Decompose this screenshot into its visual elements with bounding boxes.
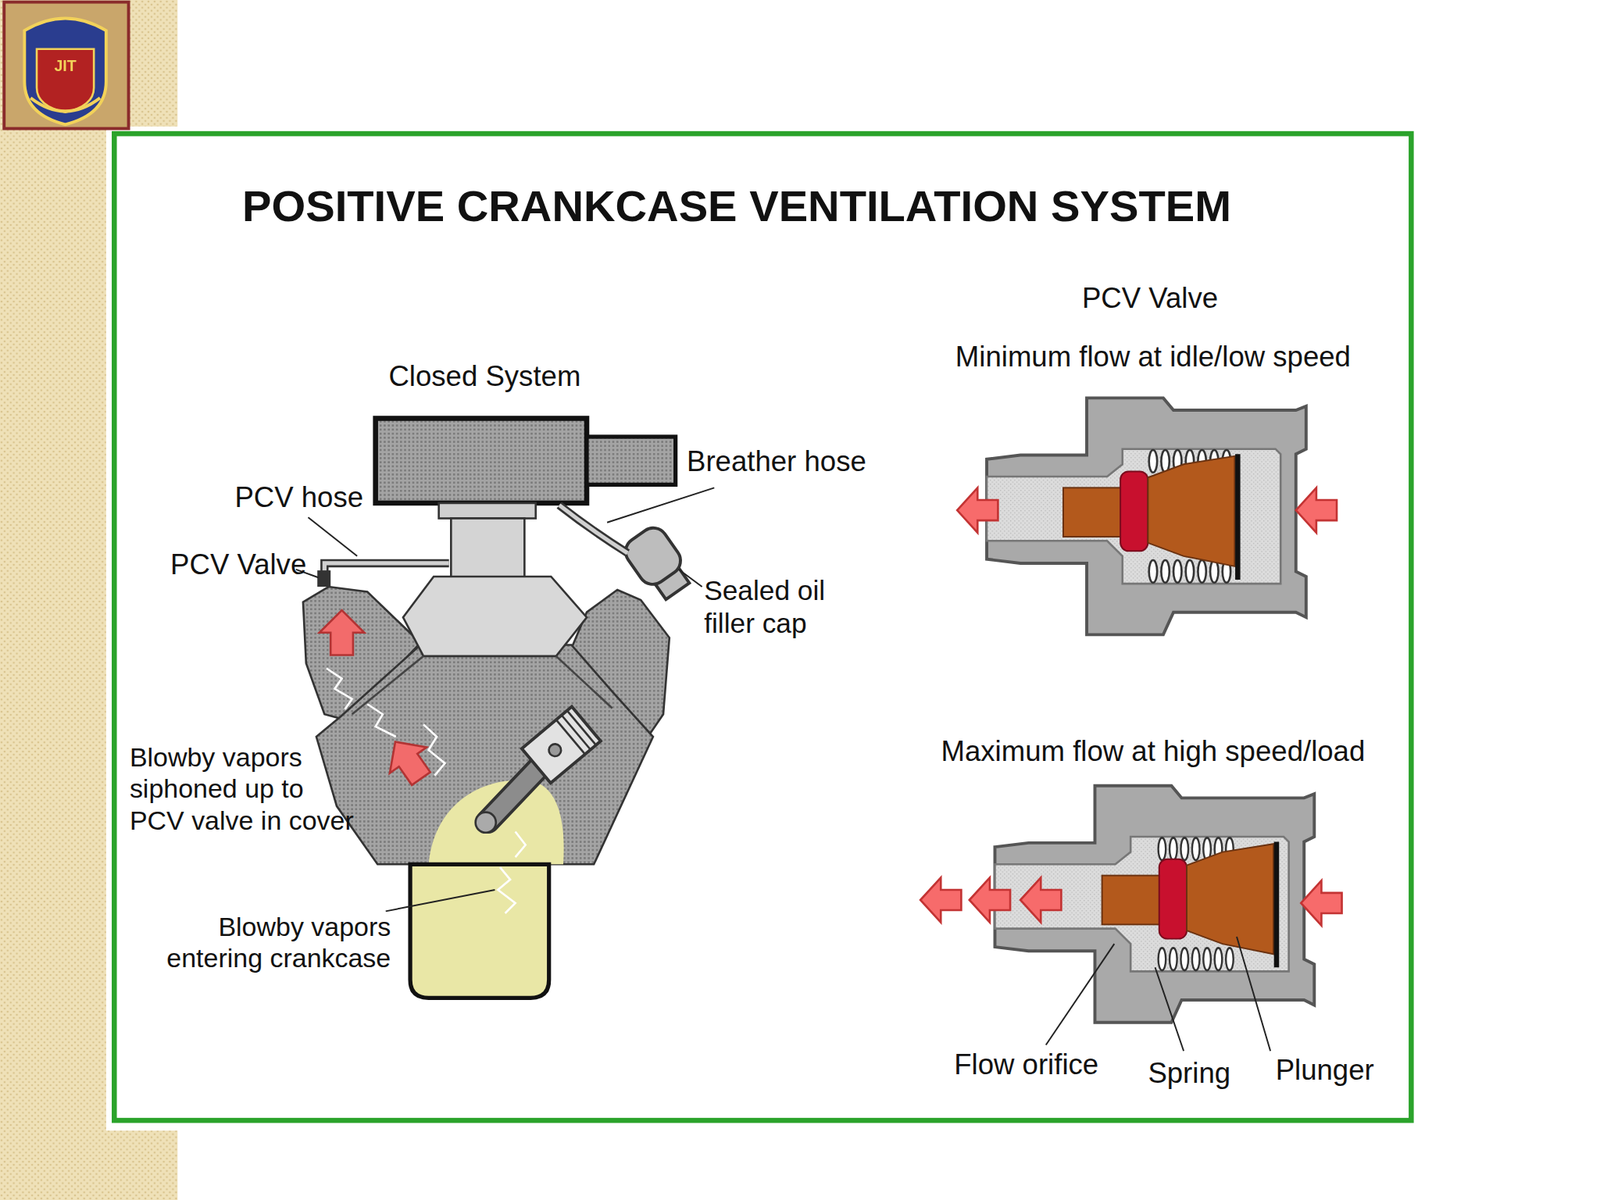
leader-lines	[296, 487, 715, 911]
logo-text: JIT	[34, 57, 96, 76]
crankcase-vapor	[428, 779, 565, 865]
crank-pin	[475, 812, 497, 833]
oil-filler-cap	[620, 522, 697, 605]
leader-lines	[1046, 936, 1271, 1051]
part-label: Plunger	[1275, 1053, 1389, 1088]
pcv-hose	[324, 563, 449, 572]
part-label: Flow orifice	[953, 1047, 1118, 1083]
carburetor	[450, 518, 525, 580]
state-heading: Minimum flow at idle/low speed	[918, 339, 1389, 375]
part-label: Spring	[1147, 1056, 1250, 1091]
part-label: Closed System	[387, 359, 582, 394]
carb-flange	[439, 503, 536, 519]
note-text: Blowby vapors siphoned up to PCV valve i…	[129, 742, 360, 838]
pcv-valve-idle	[957, 397, 1337, 635]
engine-block	[316, 644, 654, 865]
air-snorkel	[586, 436, 676, 485]
vapor-sparkles	[326, 668, 526, 914]
logo	[3, 2, 129, 129]
section-heading: PCV Valve	[1047, 281, 1252, 316]
pcv-valve-max	[920, 785, 1342, 1052]
panel	[106, 126, 1425, 1131]
breather-hose	[559, 505, 629, 554]
part-label: Breather hose	[686, 444, 891, 479]
state-heading: Maximum flow at high speed/load	[918, 734, 1389, 769]
flow-arrow	[319, 610, 365, 655]
piston	[521, 707, 601, 784]
flow-arrow	[376, 728, 440, 792]
green-frame	[114, 133, 1411, 1121]
part-label: PCV hose	[234, 480, 378, 515]
part-label: PCV Valve	[170, 547, 314, 583]
air-cleaner	[375, 418, 587, 504]
part-label: Sealed oil filler cap	[703, 574, 858, 641]
note-text: Blowby vapors entering crankcase	[160, 910, 391, 975]
oil-pan	[410, 864, 550, 998]
slide-title: POSITIVE CRANKCASE VENTILATION SYSTEM	[124, 181, 1349, 232]
intake-manifold	[403, 576, 587, 657]
pcv-valve-small	[317, 570, 331, 587]
